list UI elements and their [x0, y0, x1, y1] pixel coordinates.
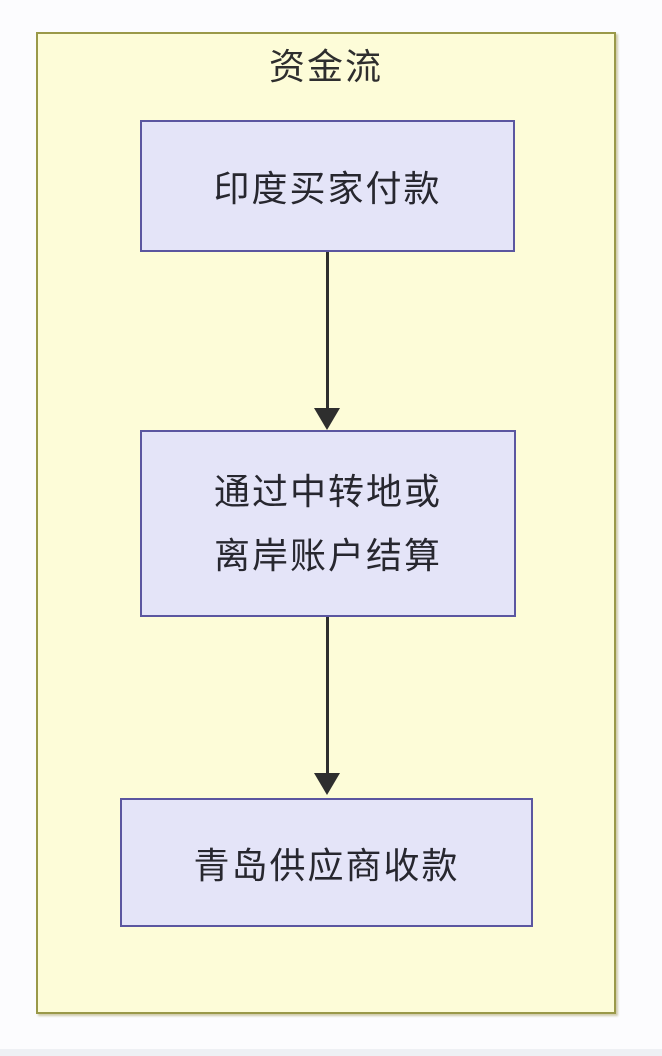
page-bottom-edge: [0, 1049, 662, 1056]
flow-node-india-buyer-payment: 印度买家付款: [140, 120, 515, 252]
flow-node-label: 青岛供应商收款: [193, 844, 460, 886]
arrow-down-line-1: [326, 252, 329, 410]
flow-node-transit-offshore-settlement: 通过中转地或 离岸账户结算: [140, 430, 516, 617]
arrow-down-line-2: [326, 617, 329, 775]
flow-node-label: 印度买家付款: [213, 168, 442, 209]
diagram-title: 资金流: [268, 46, 383, 87]
arrow-down-head-icon-1: [314, 408, 340, 430]
arrow-down-head-icon-2: [314, 773, 340, 795]
flow-node-label-line-1: 通过中转地或: [213, 470, 442, 512]
flow-node-label-line-2: 离岸账户结算: [213, 534, 442, 576]
flow-node-qingdao-supplier-receipt: 青岛供应商收款: [120, 798, 533, 927]
capital-flow-container: 资金流 印度买家付款 通过中转地或 离岸账户结算 青岛供应商收款: [36, 32, 616, 1014]
